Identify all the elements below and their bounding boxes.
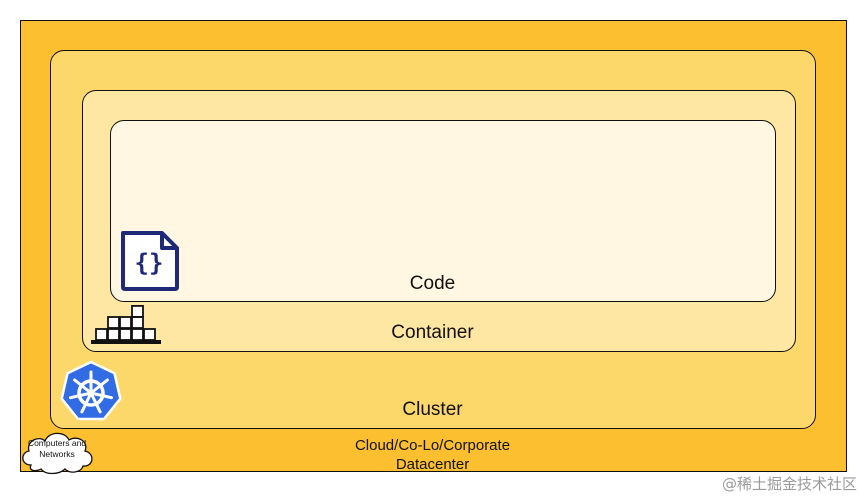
watermark: @稀土掘金技术社区 [721,475,857,493]
cluster-layer-label: Cluster [402,399,463,420]
datacenter-label-line2: Datacenter [395,456,470,473]
cloud-label-line1: Computers and [27,438,87,448]
kubernetes-icon [60,360,122,421]
datacenter-label-line1: Cloud/Co-Lo/Corporate [354,437,511,454]
code-layer [110,120,776,302]
container-stack-icon [91,305,161,344]
code-layer-label: Code [409,273,456,294]
cloud-icon [22,432,93,475]
container-layer-label: Container [391,322,474,343]
cloud-label-line2: Networks [39,449,75,459]
svg-text:{}: {} [135,249,164,277]
code-file-icon: {} [121,231,179,291]
